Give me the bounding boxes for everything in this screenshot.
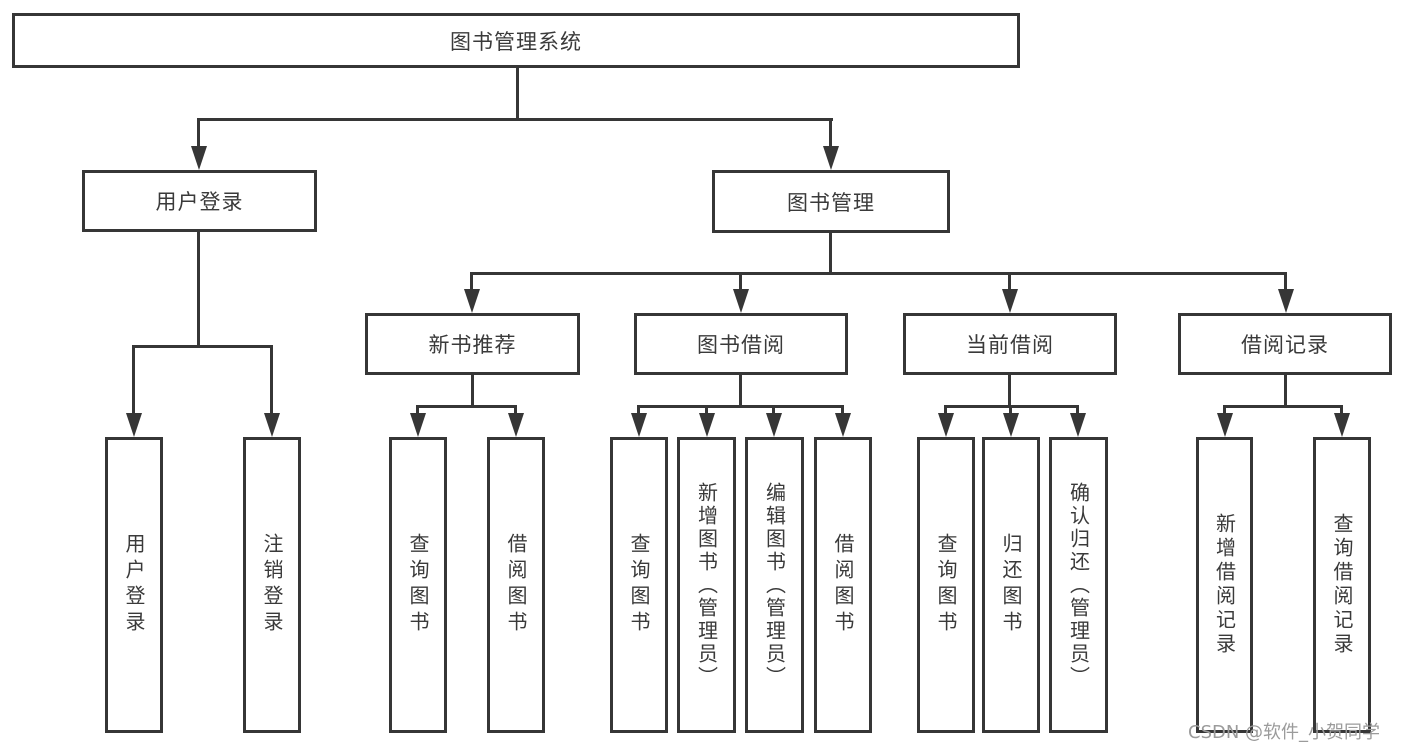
- node-label: 查询借阅记录: [1330, 513, 1354, 657]
- connector-line: [944, 405, 947, 417]
- connector-line: [1284, 272, 1287, 292]
- connector-line: [829, 118, 832, 150]
- connector-line: [471, 375, 474, 407]
- connector-line: [514, 405, 517, 417]
- node-label: 确认归还（管理员）: [1066, 481, 1091, 689]
- connector-line: [197, 232, 200, 347]
- leaf-add-book-admin: 新增图书（管理员）: [677, 437, 736, 733]
- node-borrowing-records: 借阅记录: [1178, 313, 1392, 375]
- leaf-add-borrow-record: 新增借阅记录: [1196, 437, 1253, 733]
- arrowhead-down-icon: [1003, 413, 1019, 437]
- node-label: 查询图书: [627, 533, 651, 637]
- connector-line: [132, 345, 135, 415]
- leaf-query-borrow-record: 查询借阅记录: [1313, 437, 1371, 733]
- connector-line: [739, 272, 742, 292]
- connector-line: [1008, 375, 1011, 407]
- leaf-user-login: 用户登录: [105, 437, 163, 733]
- arrowhead-down-icon: [508, 413, 524, 437]
- arrowhead-down-icon: [264, 413, 280, 437]
- arrowhead-down-icon: [631, 413, 647, 437]
- connector-line: [829, 233, 832, 274]
- connector-line: [1340, 405, 1343, 417]
- node-book-management: 图书管理: [712, 170, 950, 233]
- arrowhead-down-icon: [126, 413, 142, 437]
- leaf-borrow-books-borrowing: 借阅图书: [814, 437, 872, 733]
- arrowhead-down-icon: [938, 413, 954, 437]
- arrowhead-down-icon: [410, 413, 426, 437]
- node-label: 借阅图书: [831, 533, 855, 637]
- connector-line: [1224, 405, 1343, 408]
- node-label: 用户登录: [122, 533, 146, 637]
- arrowhead-down-icon: [699, 413, 715, 437]
- arrowhead-down-icon: [1217, 413, 1233, 437]
- leaf-edit-book-admin: 编辑图书（管理员）: [745, 437, 804, 733]
- leaf-query-books-current: 查询图书: [917, 437, 975, 733]
- leaf-return-books: 归还图书: [982, 437, 1040, 733]
- node-label: 编辑图书（管理员）: [762, 481, 787, 689]
- node-book-borrowing: 图书借阅: [634, 313, 848, 375]
- arrowhead-down-icon: [823, 146, 839, 170]
- connector-line: [1076, 405, 1079, 417]
- node-label: 图书借阅: [697, 333, 785, 357]
- connector-line: [1008, 272, 1011, 292]
- connector-line: [1223, 405, 1226, 417]
- connector-line: [1284, 375, 1287, 407]
- connector-line: [516, 68, 519, 120]
- leaf-logout: 注销登录: [243, 437, 301, 733]
- connector-line: [197, 118, 200, 150]
- arrowhead-down-icon: [733, 289, 749, 313]
- leaf-borrow-books-recommend: 借阅图书: [487, 437, 545, 733]
- node-label: 图书管理: [787, 190, 875, 215]
- connector-line: [471, 272, 1287, 275]
- node-label: 当前借阅: [966, 333, 1054, 357]
- node-label: 新增图书（管理员）: [694, 481, 719, 689]
- connector-line: [133, 345, 273, 348]
- leaf-confirm-return-admin: 确认归还（管理员）: [1049, 437, 1108, 733]
- connector-line: [841, 405, 844, 417]
- connector-line: [1009, 405, 1012, 417]
- node-label: 用户登录: [155, 190, 244, 214]
- node-label: 新增借阅记录: [1212, 513, 1237, 657]
- connector-line: [197, 118, 833, 121]
- node-label: 查询图书: [934, 533, 958, 637]
- connector-line: [417, 405, 516, 408]
- csdn-watermark: CSDN @软件_小贺同学: [1188, 722, 1381, 743]
- leaf-query-books-recommend: 查询图书: [389, 437, 447, 733]
- node-new-book-recommend: 新书推荐: [365, 313, 580, 375]
- arrowhead-down-icon: [766, 413, 782, 437]
- connector-line: [270, 345, 273, 415]
- connector-line: [638, 405, 844, 408]
- node-label: 查询图书: [406, 533, 430, 637]
- node-label: 新书推荐: [428, 333, 517, 357]
- arrowhead-down-icon: [464, 289, 480, 313]
- node-label: 注销登录: [260, 533, 284, 637]
- node-label: 归还图书: [999, 533, 1023, 637]
- node-library-management-system: 图书管理系统: [12, 13, 1020, 68]
- node-label: 图书管理系统: [450, 29, 582, 54]
- connector-line: [945, 405, 1079, 408]
- arrowhead-down-icon: [191, 146, 207, 170]
- arrowhead-down-icon: [1334, 413, 1350, 437]
- connector-line: [705, 405, 708, 417]
- arrowhead-down-icon: [1278, 289, 1294, 313]
- connector-line: [416, 405, 419, 417]
- node-label: 借阅图书: [504, 533, 528, 637]
- arrowhead-down-icon: [1070, 413, 1086, 437]
- connector-line: [637, 405, 640, 417]
- arrowhead-down-icon: [835, 413, 851, 437]
- arrowhead-down-icon: [1002, 289, 1018, 313]
- leaf-query-books-borrowing: 查询图书: [610, 437, 668, 733]
- connector-line: [772, 405, 775, 417]
- node-current-borrowing: 当前借阅: [903, 313, 1117, 375]
- connector-line: [739, 375, 742, 407]
- connector-line: [470, 272, 473, 292]
- node-user-login: 用户登录: [82, 170, 317, 232]
- node-label: 借阅记录: [1241, 333, 1329, 357]
